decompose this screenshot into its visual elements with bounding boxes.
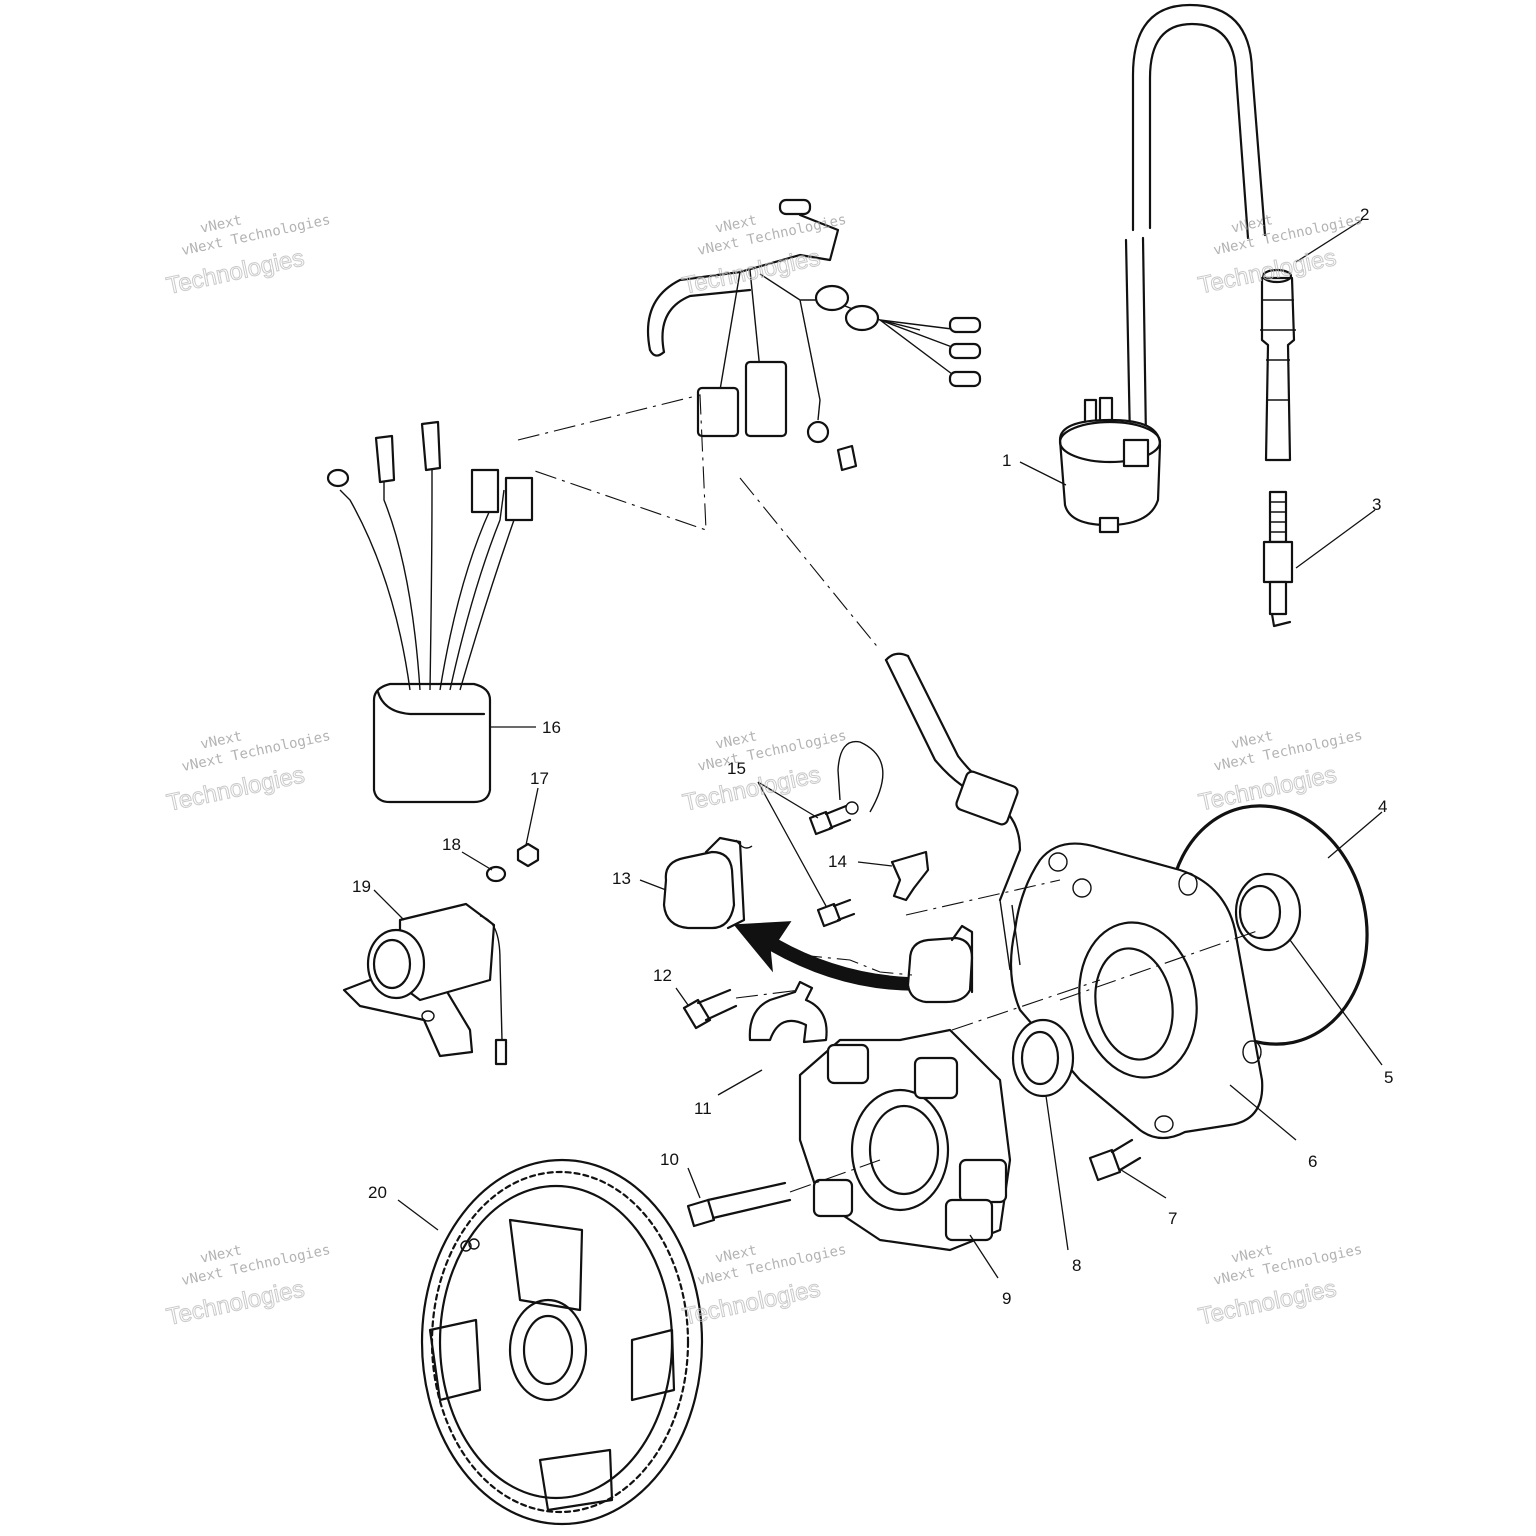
callout-18: 18: [442, 835, 461, 854]
nut: [516, 842, 540, 868]
wiring-harness: [646, 198, 982, 472]
clamp-bolt: [682, 988, 801, 1030]
watermark-br: vNext vNext Technologies Technologies: [1196, 1242, 1364, 1331]
watermark-tl: vNext vNext Technologies Technologies: [163, 212, 331, 300]
callout-1: 1: [1002, 451, 1011, 470]
callout-17: 17: [530, 769, 549, 788]
callout-14: 14: [828, 852, 847, 871]
callout-13: 13: [612, 869, 631, 888]
ignition-coil: [1058, 3, 1267, 534]
callout-9: 9: [1002, 1289, 1011, 1308]
callout-11: 11: [694, 1099, 712, 1118]
watermark-bc: vNext vNext Technologies Technologies: [680, 1242, 848, 1331]
callout-20: 20: [368, 1183, 387, 1202]
screws-pair: [808, 801, 859, 928]
callout-8: 8: [1072, 1256, 1081, 1275]
plate-bolt: [1088, 1138, 1142, 1182]
stator-wire-loom: [837, 652, 1022, 971]
watermark-mr: vNext vNext Technologies Technologies: [1196, 728, 1364, 817]
callout-12: 12: [653, 966, 672, 985]
callout-4: 4: [1378, 797, 1387, 816]
callout-16: 16: [542, 718, 561, 737]
watermark-ml: vNext vNext Technologies Technologies: [164, 728, 332, 817]
cdi-box: [326, 420, 534, 804]
stator-plate: [1009, 842, 1264, 1140]
spark-plug-cap: [1260, 268, 1296, 462]
callout-3: 3: [1372, 495, 1381, 514]
callout-10: 10: [660, 1150, 679, 1169]
spark-plug: [1262, 490, 1294, 628]
assembly-centerlines: [517, 394, 1261, 1031]
watermark-mc: vNext vNext Technologies Technologies: [680, 728, 848, 817]
watermark-bl: vNext vNext Technologies Technologies: [164, 1242, 332, 1331]
clamp-bracket: [748, 980, 828, 1044]
starter-solenoid: [342, 902, 508, 1066]
leader-lines: [373, 219, 1383, 1279]
pulser-coil: [662, 836, 753, 930]
oil-seal-inner: [1011, 1018, 1075, 1098]
callout-5: 5: [1384, 1068, 1393, 1087]
direction-arrow: [733, 921, 916, 991]
small-bracket: [890, 850, 930, 902]
callout-6: 6: [1308, 1152, 1317, 1171]
callout-labels: 1 2 3 4 5 6 7 8 9 10 11 12 13 14 15 16 1…: [352, 205, 1393, 1308]
callout-19: 19: [352, 877, 371, 896]
stator-screw: [686, 1159, 881, 1228]
stator: [798, 1028, 1012, 1252]
washer: [485, 865, 507, 883]
flywheel: [420, 1158, 704, 1526]
oil-seal-outer: [1234, 872, 1302, 952]
watermark-tc: vNext vNext Technologies Technologies: [679, 212, 847, 300]
callout-7: 7: [1168, 1209, 1177, 1228]
callout-2: 2: [1360, 205, 1369, 224]
callout-15: 15: [727, 759, 746, 778]
pulser-installed: [906, 924, 974, 1004]
